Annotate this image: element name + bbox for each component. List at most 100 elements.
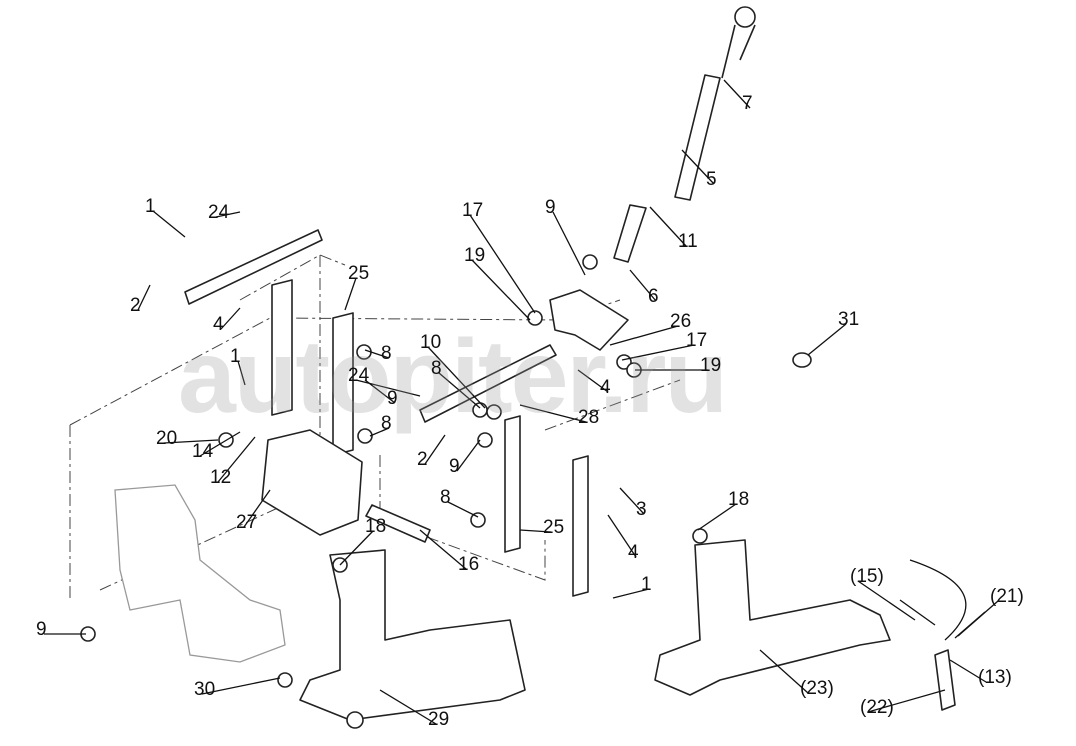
callout-label: 20 <box>156 428 178 449</box>
callout-label: 18 <box>728 489 750 510</box>
leader-line <box>201 677 281 695</box>
callout-label: 14 <box>192 441 214 462</box>
leader-line <box>355 379 421 397</box>
callout-label: 8 <box>440 487 451 508</box>
callout-label: 30 <box>194 679 216 700</box>
callout-label: 2 <box>130 295 141 316</box>
leader-line <box>237 360 246 386</box>
callout-label: (23) <box>800 678 834 699</box>
callout-label: 29 <box>428 709 450 730</box>
callout-label: (13) <box>978 667 1012 688</box>
callout-label: 28 <box>578 407 600 428</box>
leader-line <box>629 269 657 302</box>
callout-label: 7 <box>742 93 753 114</box>
leader-line <box>447 501 479 518</box>
callout-label: (15) <box>850 566 884 587</box>
leader-line <box>519 404 587 423</box>
callout-label: 4 <box>628 542 639 563</box>
callout-label: 19 <box>464 245 486 266</box>
callout-label: 3 <box>636 499 647 520</box>
leader-line <box>609 325 679 346</box>
callout-label: 9 <box>449 456 460 477</box>
callout-label: 27 <box>236 512 258 533</box>
leader-line <box>577 369 609 393</box>
callout-label: 19 <box>700 355 722 376</box>
callout-label: 25 <box>543 517 565 538</box>
callout-label: 17 <box>686 330 708 351</box>
leader-line <box>220 307 241 330</box>
callout-label: 1 <box>641 574 652 595</box>
leader-line <box>949 659 987 683</box>
watermark: autopiter.ru <box>178 319 728 435</box>
callout-label: 12 <box>210 467 232 488</box>
callout-label: 4 <box>600 377 611 398</box>
leader-line <box>344 277 357 311</box>
leader-line <box>723 79 751 109</box>
leader-line <box>339 530 374 566</box>
callout-label: 5 <box>706 169 717 190</box>
leader-line <box>607 514 637 558</box>
callout-label: 1 <box>230 346 241 367</box>
nut-icon <box>486 404 502 420</box>
leader-line <box>419 529 467 570</box>
leader-line <box>438 372 481 409</box>
callout-label: 10 <box>420 332 442 353</box>
callout-label: 2 <box>417 449 428 470</box>
callout-label: 24 <box>208 202 230 223</box>
leader-line <box>379 689 437 725</box>
nut-icon <box>277 672 293 688</box>
leader-line <box>364 349 390 359</box>
leader-line <box>619 487 645 515</box>
leader-line <box>217 436 256 483</box>
callout-label: 6 <box>648 286 659 307</box>
leader-line <box>215 211 241 218</box>
nut-icon <box>470 512 486 528</box>
leader-line <box>456 439 481 472</box>
callout-label: 11 <box>678 231 698 252</box>
callout-label: 9 <box>545 197 556 218</box>
callout-label: 26 <box>670 311 692 332</box>
leader-line <box>199 431 241 457</box>
leader-line <box>519 529 552 533</box>
leader-line <box>649 206 687 247</box>
callout-label: 1 <box>145 196 156 217</box>
leader-line <box>369 427 390 437</box>
callout-label: 25 <box>348 263 370 284</box>
leader-line <box>427 346 486 409</box>
callout-label: 16 <box>458 554 480 575</box>
callout-label: 18 <box>365 516 387 537</box>
leader-line <box>681 149 715 185</box>
leader-line <box>697 503 737 531</box>
leader-line <box>759 649 809 694</box>
leader-line <box>137 284 151 311</box>
callout-label: 17 <box>462 200 484 221</box>
leader-line <box>807 323 847 356</box>
leader-line <box>867 689 946 713</box>
callout-label: 31 <box>838 309 860 330</box>
callout-label: (21) <box>990 586 1024 607</box>
leader-line <box>612 588 650 599</box>
leader-line <box>424 434 446 465</box>
leader-line <box>957 600 999 637</box>
callout-label: 8 <box>381 413 392 434</box>
nut-icon <box>692 528 708 544</box>
leader-line <box>163 439 219 444</box>
leader-line <box>857 580 916 621</box>
callout-label: 8 <box>431 358 442 379</box>
leader-line <box>471 259 531 321</box>
callout-label: 4 <box>213 314 224 335</box>
leader-line <box>552 211 586 276</box>
leader-line <box>621 344 695 361</box>
callout-label: 9 <box>387 388 398 409</box>
leader-line <box>243 489 271 528</box>
leader-line <box>469 214 536 314</box>
nut-icon <box>357 428 373 444</box>
callout-label: (22) <box>860 697 894 718</box>
nut-icon <box>582 254 598 270</box>
callout-label: 9 <box>36 619 47 640</box>
leader-line <box>152 210 186 238</box>
callout-label: 24 <box>348 365 370 386</box>
nut-icon <box>477 432 493 448</box>
